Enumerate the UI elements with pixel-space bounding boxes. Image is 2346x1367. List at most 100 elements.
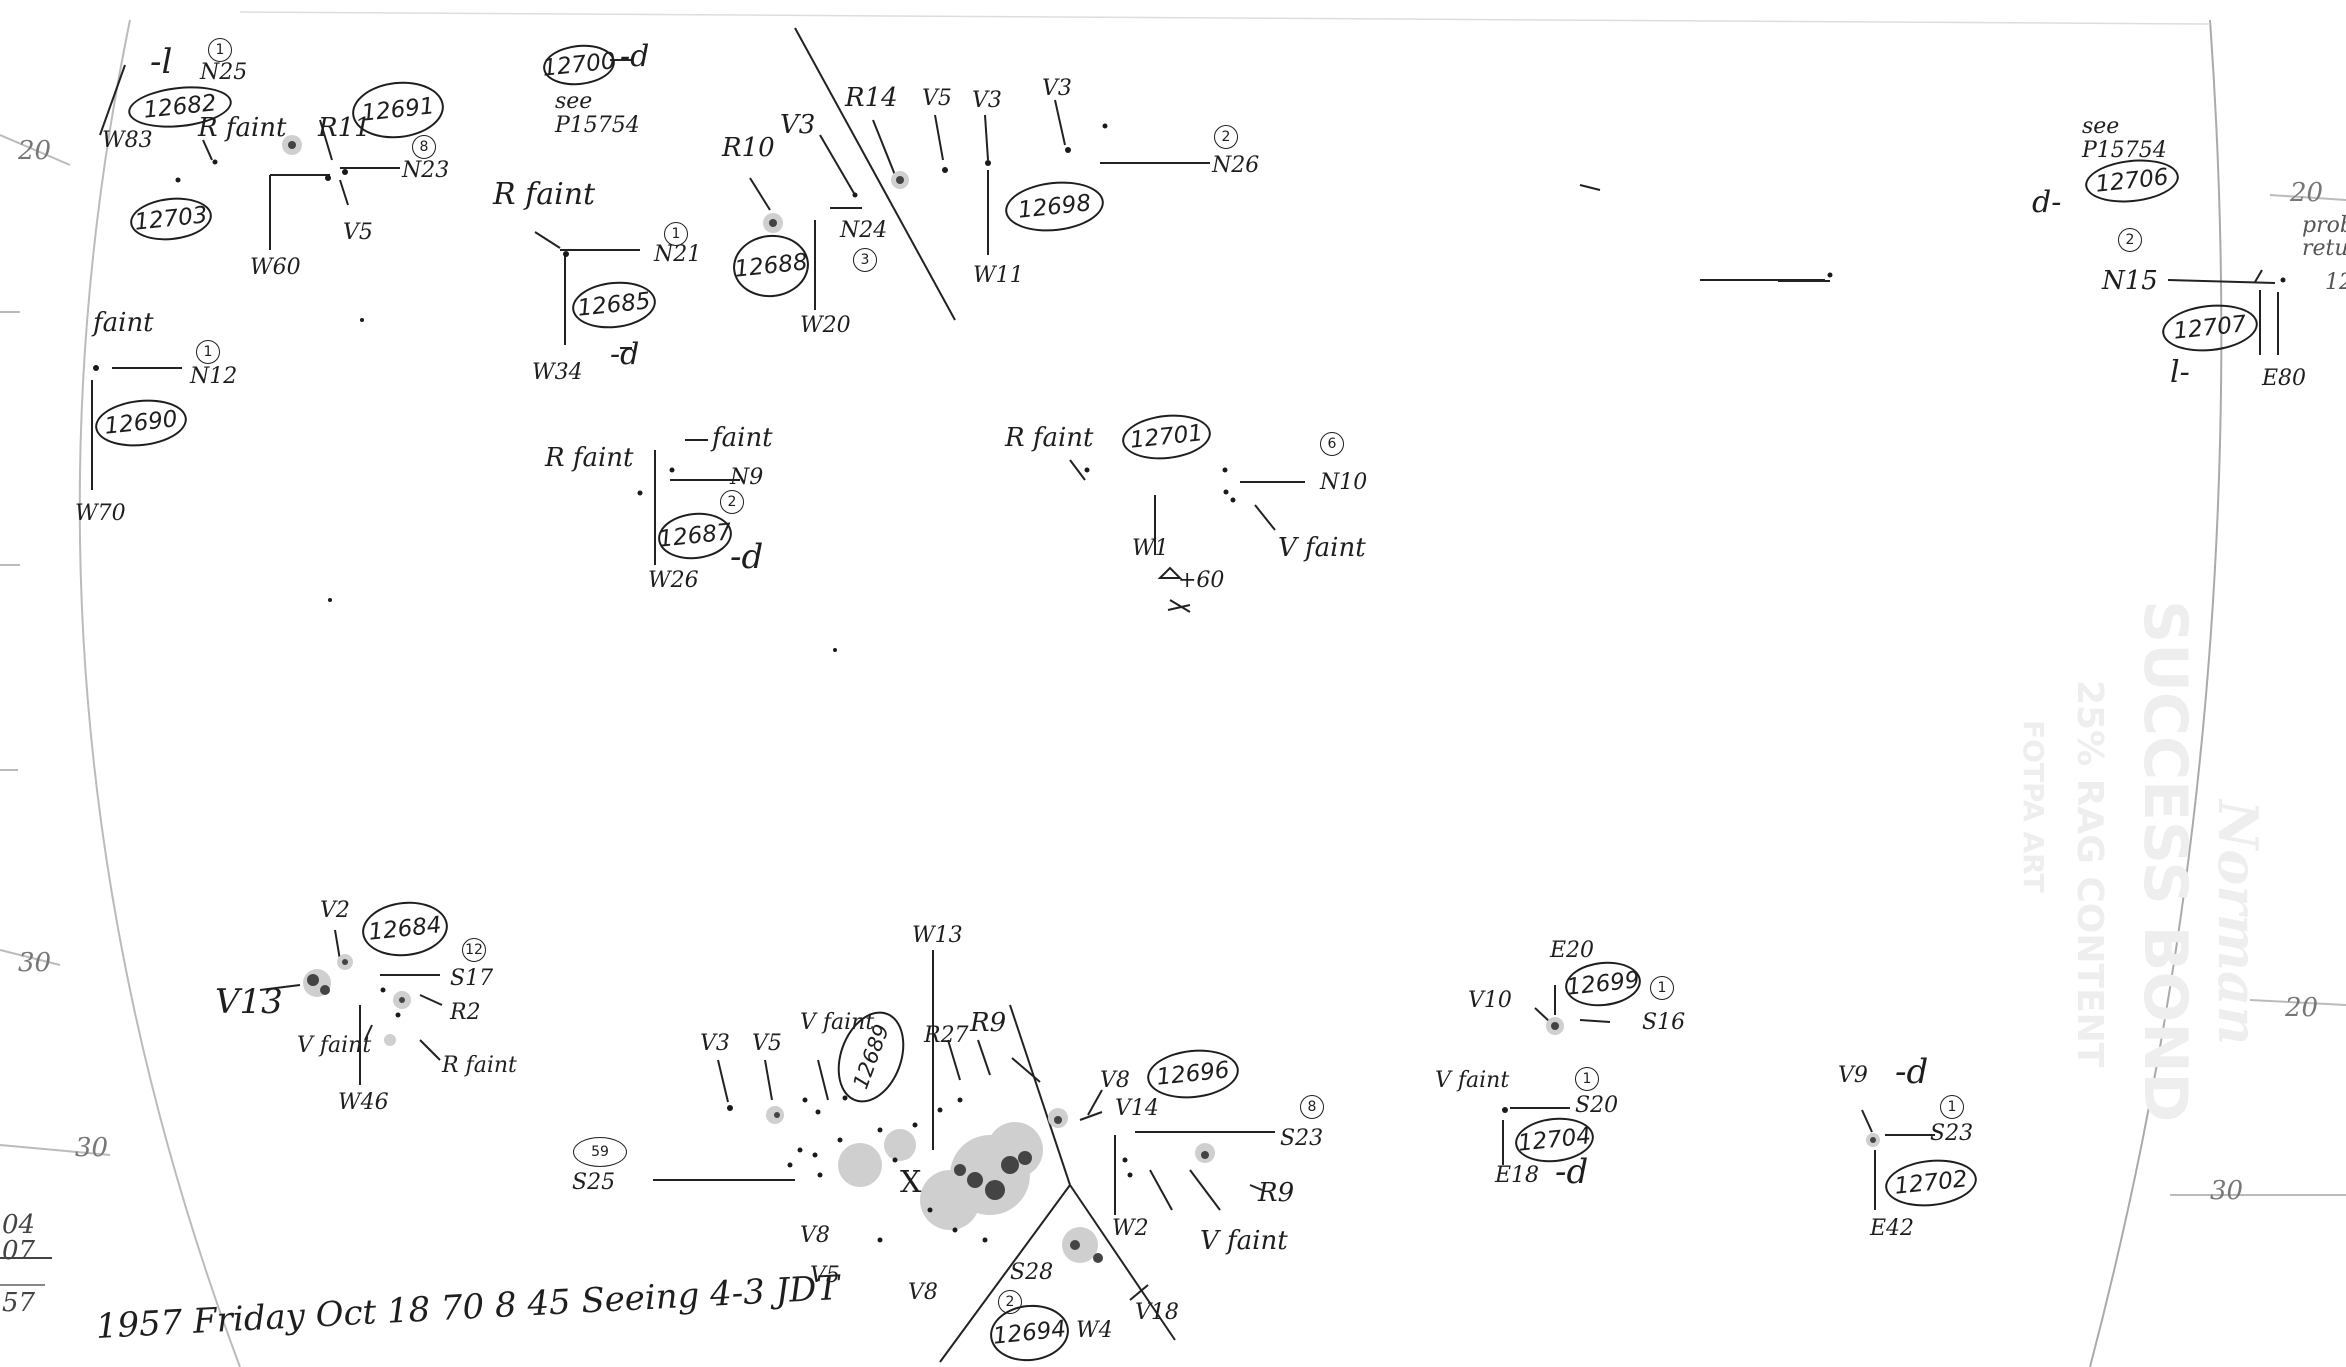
- ring-12691: 8: [412, 135, 436, 159]
- pol-12691: V5: [343, 220, 373, 245]
- spot-12691: R11: [318, 113, 371, 143]
- dir-12699: S16: [1642, 1010, 1686, 1035]
- margin-right-tick-3: 30: [2210, 1176, 2244, 1206]
- margin-right-note-1: prob: [2302, 213, 2346, 238]
- spot-12689-vfaint: V faint: [800, 1010, 875, 1035]
- dir-12691: N23: [402, 158, 450, 183]
- dir-12689: S25: [572, 1170, 616, 1195]
- spot-12689-v5b: V5: [810, 1263, 840, 1288]
- note-12702: -d: [1895, 1052, 1929, 1092]
- ew-12688: W20: [800, 313, 851, 338]
- limb-left: [78, 19, 241, 1367]
- pol-12688: V3: [780, 110, 816, 140]
- limb-right: [2089, 19, 2223, 1367]
- ring-12682: 1: [208, 38, 232, 62]
- spot-12689-v8a: V8: [800, 1223, 830, 1248]
- ring-12701: 6: [1320, 432, 1344, 456]
- mark-12701: +60: [1178, 568, 1225, 593]
- spot-12698-v5: V5: [922, 86, 952, 111]
- watermark-sub2: FOTPA ART: [2017, 720, 2050, 893]
- dir-12682: N25: [200, 60, 248, 85]
- pol-12696: V faint: [1200, 1226, 1288, 1256]
- ew-12690: W70: [75, 501, 126, 526]
- note-12706: d-: [2032, 185, 2062, 220]
- margin-count-1: 04: [2, 1210, 36, 1240]
- dir-12684: S17: [450, 966, 494, 991]
- note2-12687: faint: [712, 423, 773, 453]
- dir-12685: N21: [654, 242, 702, 267]
- ring-12690: 1: [196, 340, 220, 364]
- dir-12688: N24: [840, 218, 888, 243]
- dir-12696: S23: [1280, 1126, 1324, 1151]
- dir-12704: S20: [1575, 1093, 1619, 1118]
- watermark-brand: SUCCESS BOND: [2130, 600, 2200, 1123]
- ew-12685: W34: [532, 360, 583, 385]
- ring-12687: 2: [720, 490, 744, 514]
- margin-right-note-2: retu: [2302, 236, 2346, 261]
- margin-left-tick-1: 20: [18, 136, 52, 166]
- note-12707: l-: [2170, 355, 2190, 390]
- ring-12707: 2: [2118, 228, 2142, 252]
- note-12684-v: V faint: [297, 1033, 372, 1058]
- dir-12694: S28: [1010, 1260, 1054, 1285]
- ew-12684: W46: [338, 1090, 389, 1115]
- spot-12684-v13: V13: [215, 982, 283, 1022]
- ring-12684: 12: [462, 938, 486, 962]
- margin-left-tick-2: 30: [18, 948, 52, 978]
- note-12684-r: R faint: [442, 1053, 517, 1078]
- watermark-word: Norman: [2206, 800, 2270, 1046]
- dir-12701: N10: [1320, 470, 1368, 495]
- dir-12690: N12: [190, 364, 238, 389]
- ring-12688: 3: [853, 248, 877, 272]
- spot-12702: V9: [1838, 1063, 1868, 1088]
- spot-12688: R10: [722, 133, 775, 163]
- ew-12694: W4: [1076, 1318, 1113, 1343]
- ew-12707: E80: [2262, 366, 2307, 391]
- ew-12687: W26: [648, 568, 699, 593]
- dir-12698: N26: [1212, 153, 1260, 178]
- spot-12684-v2: V2: [320, 898, 350, 923]
- margin-left-tick-3: 30: [75, 1133, 109, 1163]
- tail-12687: -d: [730, 537, 764, 577]
- top-12689: W13: [912, 923, 963, 948]
- note-12690: faint: [93, 308, 154, 338]
- spot-12689-v8b: V8: [908, 1280, 938, 1305]
- margin-right-tick-2: 20: [2285, 993, 2319, 1023]
- note-12685: R faint: [493, 177, 596, 212]
- spot-12699: V10: [1468, 988, 1512, 1013]
- note-12682: -l: [150, 42, 173, 82]
- spot-12696-r9: R9: [1258, 1178, 1295, 1208]
- mark-12689: X: [900, 1165, 922, 1200]
- margin-count-3: 57: [2, 1288, 36, 1318]
- dir-12707: N15: [2102, 266, 2158, 296]
- dir-12702: S23: [1930, 1121, 1974, 1146]
- spot-12696-v14: V14: [1115, 1096, 1159, 1121]
- spot-12689-v5: V5: [752, 1031, 782, 1056]
- spot-12689-r27: R27: [924, 1023, 969, 1048]
- ew-12696: W2: [1112, 1216, 1149, 1241]
- spot-12689-v3: V3: [700, 1031, 730, 1056]
- spot-12696-v8: V8: [1100, 1068, 1130, 1093]
- note-12704: V faint: [1435, 1068, 1510, 1093]
- spot-12698-v3a: V3: [972, 88, 1002, 113]
- ring-12694: 2: [998, 1290, 1022, 1314]
- margin-count-2: 07: [2, 1236, 36, 1266]
- ring-12699: 1: [1650, 976, 1674, 1000]
- ring-12702: 1: [1940, 1095, 1964, 1119]
- ring-12696: 8: [1300, 1095, 1324, 1119]
- ew-12682: W83: [102, 128, 153, 153]
- top-12699: E20: [1550, 938, 1595, 963]
- note-12691: R faint: [198, 113, 287, 143]
- ring-12689: 59: [573, 1137, 627, 1167]
- ref-12706: see P15754: [2082, 114, 2167, 164]
- watermark-sub: 25% RAG CONTENT: [2069, 680, 2110, 1068]
- dir-12687: N9: [730, 465, 764, 490]
- tail-12685: -d: [610, 337, 640, 372]
- ew-12691: W60: [250, 255, 301, 280]
- note-12700: -d: [620, 39, 650, 74]
- top-edge: [239, 11, 2211, 25]
- note-12701: R faint: [1005, 423, 1094, 453]
- margin-right-tick-1: 20: [2290, 178, 2324, 208]
- ew-12702: E42: [1870, 1216, 1915, 1241]
